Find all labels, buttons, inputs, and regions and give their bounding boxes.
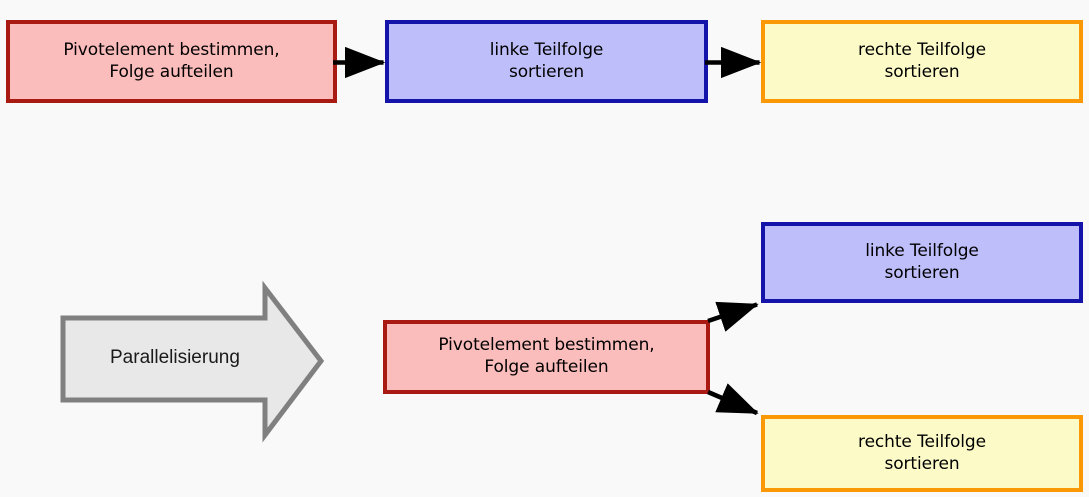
node-parallel-left: linke Teilfolge sortieren — [761, 222, 1083, 303]
node-label: rechte Teilfolge sortieren — [858, 431, 986, 474]
node-label: linke Teilfolge sortieren — [489, 39, 604, 82]
node-label: Pivotelement bestimmen, Folge aufteilen — [63, 39, 280, 82]
node-label: rechte Teilfolge sortieren — [858, 39, 986, 82]
parallelisierung-label: Parallelisierung — [110, 347, 240, 368]
node-sequential-pivot: Pivotelement bestimmen, Folge aufteilen — [6, 20, 337, 103]
node-parallel-pivot: Pivotelement bestimmen, Folge aufteilen — [383, 320, 710, 394]
node-sequential-right: rechte Teilfolge sortieren — [761, 20, 1083, 103]
node-sequential-left: linke Teilfolge sortieren — [385, 20, 708, 103]
node-label: Pivotelement bestimmen, Folge aufteilen — [438, 335, 655, 377]
edge-par-pivot-to-right — [707, 383, 759, 416]
node-label: linke Teilfolge sortieren — [865, 240, 979, 283]
edge-par-pivot-to-left — [707, 301, 759, 332]
node-parallel-right: rechte Teilfolge sortieren — [761, 415, 1083, 492]
